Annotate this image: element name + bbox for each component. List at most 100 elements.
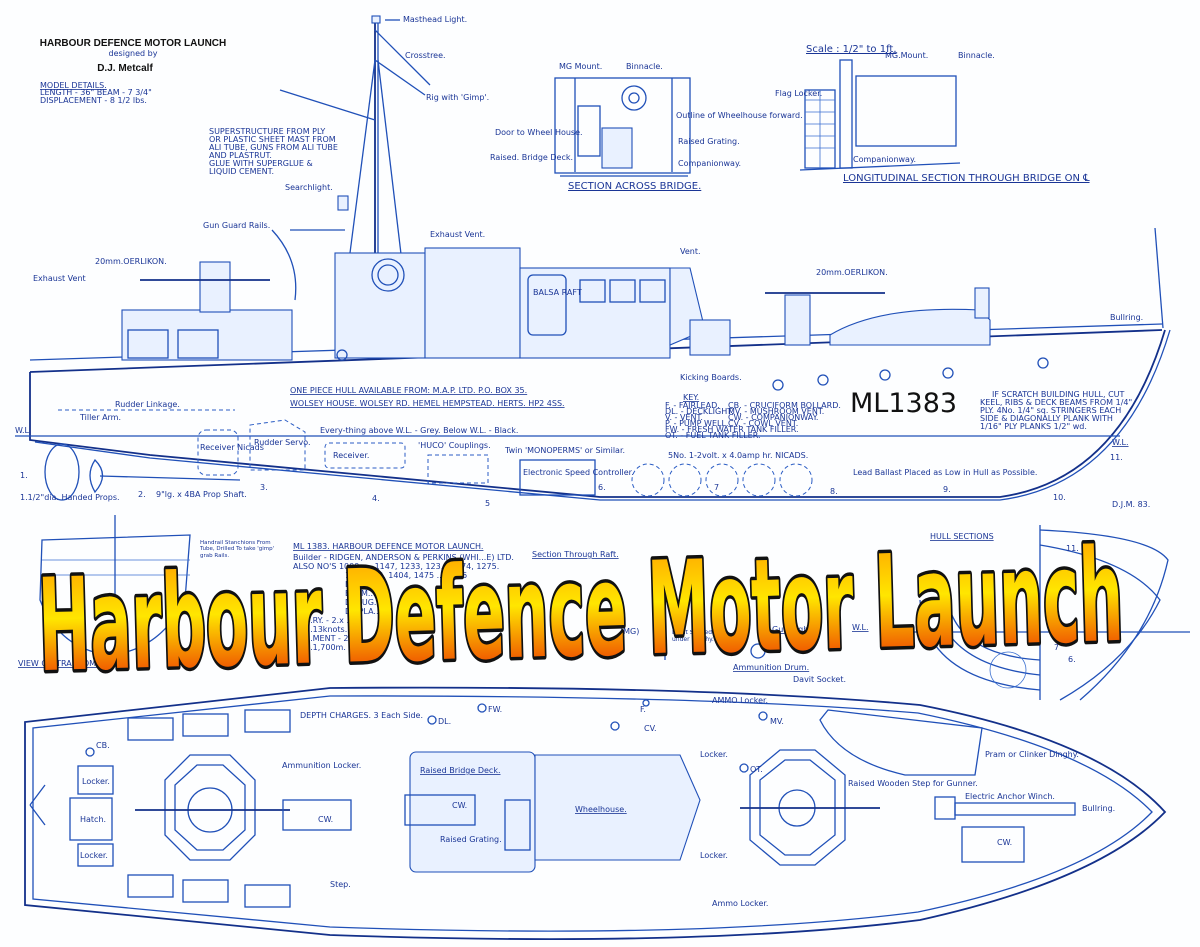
label-props: 1.1/2"dia. Handed Props. xyxy=(20,493,120,502)
specs-line: ...1,700m. ... xyxy=(305,643,356,652)
label-ammo-locker-lower: Ammo Locker. xyxy=(712,899,768,908)
note-line: OR PLASTIC SHEET MAST FROM xyxy=(209,135,336,144)
misc-details: Section Through Raft. (MG) Davit Stowed … xyxy=(532,550,846,684)
label-flag-locker: Flag Locker. xyxy=(775,89,822,98)
davit-note-box: Davit Stowed under Dinghy. xyxy=(672,630,714,643)
specs-builder: Builder - RIDGEN, ANDERSON & PERKINS (WH… xyxy=(293,553,514,562)
label-handrail: Handrail Stanchions From Tube, Drilled T… xyxy=(200,540,275,559)
label-outline: Outline of Wheelhouse forward. xyxy=(676,111,803,120)
key-item: CB. - CRUCIFORM BOLLARD. xyxy=(728,401,841,410)
label-rig: Rig with 'Gimp'. xyxy=(426,93,489,102)
key: KEY. F. - FAIRLEAD. DL. - DECKLIGHT. V. … xyxy=(665,393,841,440)
transom-caption: VIEW ON TRANSOM. xyxy=(18,659,99,668)
section-across-bridge-caption: SECTION ACROSS BRIDGE. xyxy=(568,181,701,192)
model-details-heading: MODEL DETAILS. xyxy=(40,81,107,90)
construction-note: SUPERSTRUCTURE FROM PLY OR PLASTIC SHEET… xyxy=(209,127,338,176)
key-item: FW. - FRESH WATER TANK FILLER. xyxy=(665,425,799,434)
station-label: 2. xyxy=(138,490,146,499)
waterline-label-left: W.L. xyxy=(15,426,32,435)
label-locker-aft-2: Locker. xyxy=(80,851,108,860)
title-banner: Harbour Defence Motor Launch xyxy=(33,518,1129,704)
label-companionway-long: Companionway. xyxy=(853,155,916,164)
label-locker-aft-1: Locker. xyxy=(82,777,110,786)
specs-line: ...13knots. ... xyxy=(305,625,357,634)
label-exhaust-vent-top: Exhaust Vent. xyxy=(430,230,485,239)
section-label: 9 xyxy=(1030,608,1035,617)
label-cw-3: CW. xyxy=(997,838,1012,847)
scratch-note-line: KEEL, RIBS & DECK BEAMS FROM 1/4" xyxy=(980,398,1132,407)
hull-sections: HULL SECTIONS W.L. 11. 9 7 6. xyxy=(852,525,1190,701)
note-line: LIQUID CEMENT. xyxy=(209,167,274,176)
note-line: AND PLASTRUT. xyxy=(209,151,272,160)
specs-line: LENGT... xyxy=(345,580,378,589)
title-block: HARBOUR DEFENCE MOTOR LAUNCH designed by… xyxy=(40,38,226,105)
specs-heading: ML 1383. HARBOUR DEFENCE MOTOR LAUNCH. xyxy=(293,542,483,551)
hull-number: ML1383 xyxy=(850,388,957,419)
key-item: CW. - COMPANIONWAY. xyxy=(728,413,818,422)
hull-sections-waterline: W.L. xyxy=(852,623,869,632)
specs-also-2: 1383, ...3, 1404, 1475 ... 1476 xyxy=(345,571,467,580)
scratch-note-line: IF SCRATCH BUILDING HULL, CUT xyxy=(992,390,1125,399)
label-ammunition-locker: Ammunition Locker. xyxy=(282,761,361,770)
label-mg-mount: MG Mount. xyxy=(559,62,602,71)
key-heading: KEY. xyxy=(683,393,699,402)
label-masthead-light: Masthead Light. xyxy=(403,15,467,24)
label-raised-grating: Raised Grating. xyxy=(678,137,740,146)
label-gun-sight: Gun Sight. xyxy=(772,625,814,634)
station-label: 10. xyxy=(1053,493,1066,502)
scratch-note-line: SIDE & DIAGONALLY PLANK WITH xyxy=(980,414,1113,423)
label-anchor-winch: Electric Anchor Winch. xyxy=(965,792,1055,801)
station-label: 1. xyxy=(20,471,28,480)
label-oerlikon-fwd: 20mm.OERLIKON. xyxy=(816,268,888,277)
label-companionway: Companionway. xyxy=(678,159,741,168)
aft-gun-mount xyxy=(199,261,231,313)
label-ammo-locker: AMMO Locker. xyxy=(712,696,768,705)
section-label: 11. xyxy=(1066,544,1079,553)
depth-charges xyxy=(127,709,291,908)
fwd-gun-tub xyxy=(749,749,846,866)
station-label: 5 xyxy=(485,499,490,508)
specs-line: DISPLA... xyxy=(345,607,381,616)
label-cw-2: CW. xyxy=(452,801,467,810)
label-raised-bridge-deck: Raised. Bridge Deck. xyxy=(490,153,573,162)
label-fw: FW. xyxy=(488,705,502,714)
lifebuoy xyxy=(371,258,405,292)
label-bullring-plan: Bullring. xyxy=(1082,804,1115,813)
supplier-line-2: WOLSEY HOUSE. WOLSEY RD. HEMEL HEMPSTEAD… xyxy=(290,399,565,408)
station-marks: 1. 2. 3. 4. 5 6. 7 8. 9. 10. 11. xyxy=(20,453,1123,508)
label-locker-fwd-2: Locker. xyxy=(700,851,728,860)
note-line: ALI TUBE, GUNS FROM ALI TUBE xyxy=(209,143,338,152)
label-raised-grating: Raised Grating. xyxy=(440,835,502,844)
label-dinghy: Pram or Clinker Dinghy. xyxy=(985,750,1079,759)
label-davit-socket: Davit Socket. xyxy=(793,675,846,684)
label-rudder-servo: Rudder Servo. xyxy=(254,438,311,447)
label-mv: MV. xyxy=(770,717,784,726)
station-label: 8. xyxy=(830,487,838,496)
station-label: 4. xyxy=(372,494,380,503)
key-item: DL. - DECKLIGHT. xyxy=(665,407,734,416)
section-label: 6. xyxy=(1068,655,1076,664)
label-davit: Davit Stowed under Dinghy. xyxy=(672,630,714,643)
label-binnacle-long: Binnacle. xyxy=(958,51,995,60)
label-balsa-raft: BALSA RAFT xyxy=(533,288,582,297)
propeller xyxy=(89,458,104,494)
handrail-note-box: Handrail Stanchions From Tube, Drilled T… xyxy=(200,540,275,559)
aft-gun-tub xyxy=(164,754,256,861)
label-esc: Electronic Speed Controller. xyxy=(523,468,634,477)
key-item: P. - PUMP WELL. xyxy=(665,419,728,428)
label-step: Step. xyxy=(330,880,351,889)
label-prop-shaft: 9"lg. x 4BA Prop Shaft. xyxy=(156,490,247,499)
station-label: 7 xyxy=(714,483,719,492)
station-label: 3. xyxy=(260,483,268,492)
scale-label: Scale : 1/2" to 1ft. xyxy=(806,44,897,55)
label-door: Door to Wheel House. xyxy=(495,128,583,137)
label-cw-1: CW. xyxy=(318,815,333,824)
key-item: V. - VENT. xyxy=(665,413,703,422)
label-cb: CB. xyxy=(96,741,110,750)
initials: D.J.M. 83. xyxy=(1112,500,1150,509)
specs-block: ML 1383. HARBOUR DEFENCE MOTOR LAUNCH. B… xyxy=(293,542,514,652)
label-mg: (MG) xyxy=(620,627,639,636)
deck-plan: DEPTH CHARGES. 3 Each Side. Locker. Hatc… xyxy=(24,686,1167,941)
label-huco: 'HUCO' Couplings. xyxy=(418,441,491,450)
label-batteries: 5No. 1-2volt. x 4.0amp hr. NICADS. xyxy=(668,451,808,460)
